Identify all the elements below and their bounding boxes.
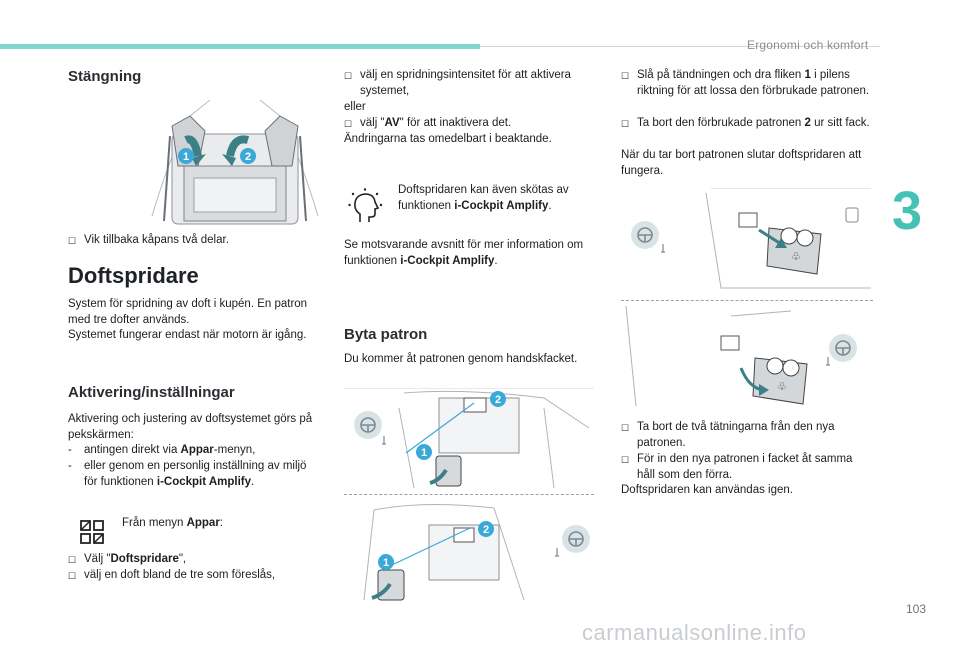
menu-prefix: Från menyn (122, 517, 187, 529)
dash-2-bold: i-Cockpit Amplify (156, 475, 252, 488)
bullet-square-icon: ☐ (68, 236, 77, 246)
note-bold: i-Cockpit Amplify (454, 199, 549, 212)
chapter-title: Ergonomi och komfort (747, 38, 869, 52)
amplify-note: Doftspridaren kan även skötas av funktio… (398, 183, 588, 214)
see-prefix: Se motsvarande avsnitt för mer informati… (344, 239, 584, 267)
steering-wheel-icon (354, 411, 386, 445)
figure-label-2-text: 2 (245, 151, 251, 163)
bullet-intensity: ☐ välj en spridningsintensitet för att a… (344, 68, 594, 99)
bullet-pull-tab: ☐ Slå på tändningen och dra fliken 1 i p… (621, 68, 871, 99)
after-removal-text: När du tar bort patronen slutar doftspri… (621, 149, 862, 177)
diffuser-heading: Doftspridare (68, 263, 199, 288)
menu-instruction: Från menyn Appar: (122, 516, 223, 532)
chapter-number: 3 (892, 181, 923, 241)
note-suffix: . (548, 199, 552, 212)
select-bold: Doftspridare (110, 553, 179, 565)
bullet-square-icon: ☐ (621, 119, 630, 129)
dash-2-suffix: . (251, 475, 255, 488)
remove-prefix: Ta bort den förbrukade patronen (637, 117, 805, 129)
dash-item-apps: - antingen direkt via Appar-menyn, (68, 444, 256, 456)
closing-bullet-text: Vik tillbaka kåpans två delar. (84, 234, 229, 246)
fig2-label-2: 2 (483, 524, 489, 536)
or-text: eller (344, 101, 366, 113)
diffuser-text-1: System för spridning av doft i kupén. En… (68, 298, 308, 326)
select-suffix: ", (178, 553, 187, 565)
svg-text:♧: ♧ (777, 380, 787, 393)
bullet-square-icon: ☐ (621, 455, 630, 465)
console-cover-figure: 1 2 (150, 96, 320, 226)
pull-bold: 1 (804, 69, 811, 81)
bullet-square-icon: ☐ (621, 423, 630, 433)
closing-bullet: ☐ Vik tillbaka kåpans två delar. (68, 233, 323, 250)
voice-assistant-icon (348, 188, 383, 222)
apps-grid-icon (80, 520, 104, 544)
closing-heading: Stängning (68, 68, 142, 85)
bullet-remove-used: ☐ Ta bort den förbrukade patronen 2 ur s… (621, 116, 871, 133)
steering-wheel-icon (555, 525, 590, 557)
cartridge-figure-1: ♧ (631, 188, 871, 289)
replace-heading: Byta patron (344, 326, 428, 343)
remove-bold: 2 (804, 117, 811, 129)
dash-1-prefix: antingen direkt via (84, 444, 181, 456)
figure-separator (621, 300, 873, 301)
bullet-off: ☐ välj "AV" för att inaktivera det. (344, 116, 594, 133)
remove-suffix: ur sitt fack. (810, 117, 870, 129)
see-bold: i-Cockpit Amplify (400, 254, 495, 267)
pull-prefix: Slå på tändningen och dra fliken (637, 69, 805, 81)
figure-separator (344, 494, 594, 495)
intensity-text: välj en spridningsintensitet för att akt… (360, 69, 571, 97)
off-prefix: välj " (360, 117, 385, 129)
dash-1-suffix: -menyn, (213, 444, 256, 456)
figure-label-1 (178, 148, 194, 164)
activation-heading: Aktivering/inställningar (68, 384, 235, 401)
figure-label-2 (240, 148, 256, 164)
header-accent-bar (0, 44, 480, 49)
steering-wheel-icon (631, 221, 665, 253)
diffuser-text-2: Systemet fungerar endast när motorn är i… (68, 329, 307, 341)
glovebox-figure-1: 1 2 (344, 388, 594, 489)
bullet-square-icon: ☐ (621, 71, 630, 81)
fig1-label-1: 1 (421, 447, 427, 459)
header-rule (480, 46, 880, 47)
dash-1-bold: Appar (180, 444, 214, 456)
bullet-select-diffuser: ☐ Välj "Doftspridare", (68, 552, 323, 569)
site-watermark: carmanualsonline.info (582, 620, 807, 645)
bullet-choose-scent: ☐ välj en doft bland de tre som föreslås… (68, 568, 323, 585)
page-number: 103 (906, 602, 927, 616)
steering-wheel-icon (826, 334, 857, 366)
svg-text:♧: ♧ (791, 250, 801, 263)
select-prefix: Välj " (84, 553, 111, 565)
menu-suffix: : (219, 517, 223, 529)
replace-text: Du kommer åt patronen genom handskfacket… (344, 353, 578, 365)
bullet-square-icon: ☐ (344, 119, 353, 129)
fig2-label-1: 1 (383, 557, 389, 569)
bullet-square-icon: ☐ (68, 555, 77, 565)
final-text: Doftspridaren kan användas igen. (621, 484, 793, 496)
bullet-remove-seals: ☐ Ta bort de två tätningarna från den ny… (621, 420, 871, 451)
choose-scent-text: välj en doft bland de tre som föreslås, (84, 569, 276, 581)
activation-text: Aktivering och justering av doftsystemet… (68, 413, 313, 441)
bullet-square-icon: ☐ (344, 71, 353, 81)
see-section-text: Se motsvarande avsnitt för mer informati… (344, 238, 596, 269)
dash-2-prefix: eller genom en personlig inställning av … (84, 460, 307, 488)
bullet-insert-new: ☐ För in den nya patronen i facket åt sa… (621, 452, 871, 483)
changes-text: Ändringarna tas omedelbart i beaktande. (344, 133, 552, 145)
cartridge-figure-2: ♧ (625, 306, 857, 407)
dash-item-ambience: - eller genom en personlig inställning a… (68, 460, 307, 488)
menu-bold: Appar (186, 517, 220, 529)
off-suffix: " för att inaktivera det. (399, 117, 512, 129)
remove-seals-text: Ta bort de två tätningarna från den nya … (637, 421, 835, 449)
pull-suffix: i pilens riktning för att lossa den förb… (637, 69, 870, 97)
bullet-square-icon: ☐ (68, 571, 77, 581)
glovebox-figure-2: 1 2 (363, 503, 590, 601)
figure-label-1-text: 1 (183, 151, 189, 163)
off-bold: AV (384, 117, 400, 129)
note-prefix: Doftspridaren kan även skötas av funktio… (398, 184, 569, 212)
insert-new-text: För in den nya patronen i facket åt samm… (637, 453, 853, 481)
fig1-label-2: 2 (495, 394, 501, 406)
see-suffix: . (494, 254, 498, 267)
